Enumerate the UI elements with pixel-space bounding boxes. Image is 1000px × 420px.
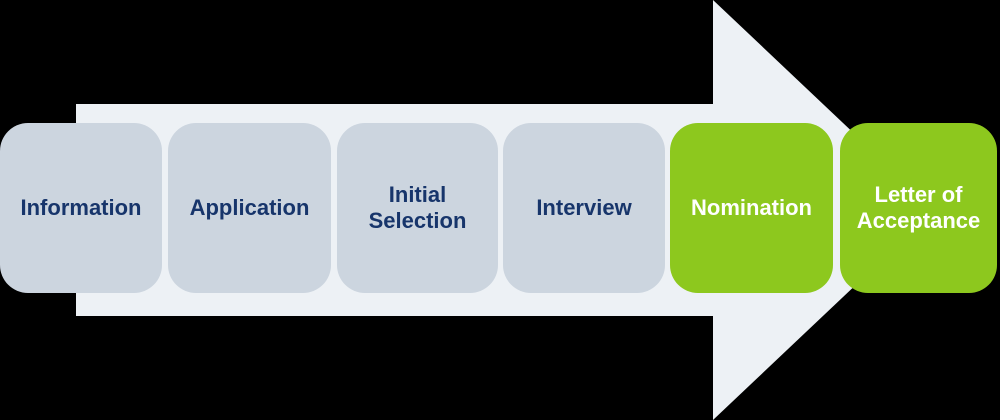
- step-interview: Interview: [503, 123, 665, 293]
- step-label: Nomination: [691, 195, 812, 221]
- step-label: Information: [20, 195, 142, 221]
- step-label: Letter of Acceptance: [856, 182, 981, 233]
- step-label: Initial Selection: [368, 182, 467, 233]
- step-information: Information: [0, 123, 162, 293]
- step-letter-of-acceptance: Letter of Acceptance: [840, 123, 997, 293]
- step-label: Application: [189, 195, 310, 221]
- step-application: Application: [168, 123, 331, 293]
- step-initial-selection: Initial Selection: [337, 123, 498, 293]
- step-nomination: Nomination: [670, 123, 833, 293]
- step-label: Interview: [536, 195, 632, 221]
